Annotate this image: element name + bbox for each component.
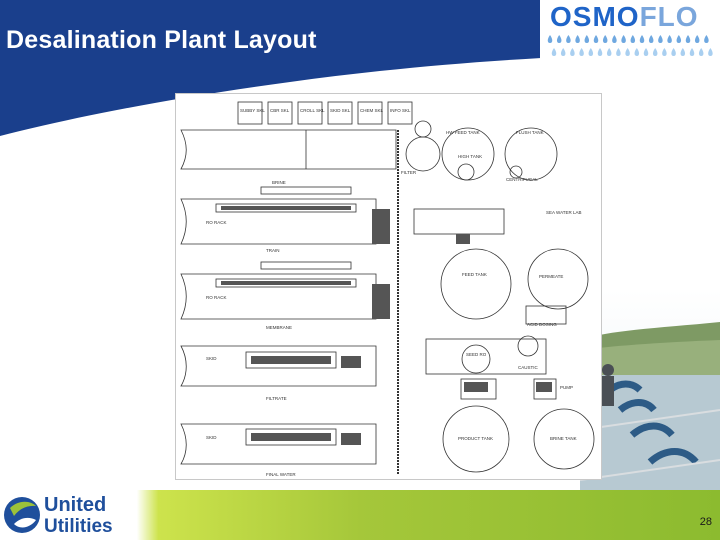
train-3 [180, 345, 377, 387]
water-drop-icon [547, 35, 553, 43]
water-drop-icon [658, 35, 663, 43]
water-drop-icon [634, 48, 640, 56]
water-drop-icon [652, 48, 658, 56]
water-drop-icon [570, 48, 575, 56]
water-drop-icon [671, 48, 676, 56]
water-drop-icon [588, 48, 594, 56]
water-drop-icon [625, 48, 630, 56]
uu-logo-line2: Utilities [44, 516, 113, 537]
skid-label-6: INFO SKL [390, 108, 411, 113]
water-drop-icon [689, 48, 695, 56]
top-skid-boxes [237, 101, 413, 125]
water-drop-icon [694, 35, 700, 43]
plant-layout-drawing: SUBBY SKL CBR SKL CROLL SKL SKID SKL CHE… [175, 93, 602, 480]
page-number: 28 [699, 516, 712, 528]
skid-label-a: SKID [206, 356, 217, 361]
united-utilities-logo: United Utilities [4, 494, 113, 537]
permeate-label: PERMEATE [539, 274, 563, 279]
water-drop-icon [648, 35, 654, 43]
hw-feed-tank-label: HW FEED TANK [446, 130, 480, 135]
water-drop-icon [612, 35, 617, 43]
water-drop-icon [593, 35, 599, 43]
water-drop-icon [566, 35, 571, 43]
train-2 [180, 261, 377, 320]
sea-water-lab-label: SEA WATER LAB [546, 210, 582, 215]
skid-label-5: CHEM SKL [360, 108, 384, 113]
train-label-1: TRAIN [266, 248, 280, 253]
skid-label-1: SUBBY SKL [240, 108, 265, 113]
water-drop-icon [630, 35, 636, 43]
water-drop-icon [698, 48, 704, 56]
seed-ro-label: SEED RO [466, 352, 487, 357]
water-drop-icon [621, 35, 626, 43]
high-tank-label: HIGH TANK [458, 154, 482, 159]
caustic-dosing-label: CAUSTIC [518, 365, 539, 370]
brine-label: BRINE [272, 180, 286, 185]
water-drop-icon [556, 35, 562, 43]
water-drop-icon [704, 35, 709, 43]
membrane-label: MEMBRANE [266, 325, 292, 330]
uu-logo-line1: United [44, 494, 106, 516]
ro-rack-label-1: RO RACK [206, 220, 227, 225]
feed-tank-label: FEED TANK [462, 272, 487, 277]
filter-label: FILTER [401, 170, 417, 175]
water-drop-icon [680, 48, 686, 56]
water-drop-icon [685, 35, 691, 43]
flush-tank-label: FLUSH TANK [516, 130, 544, 135]
ro-rack-label-2: RO RACK [206, 295, 227, 300]
water-drop-icon [616, 48, 621, 56]
product-tank-label: PRODUCT TANK [458, 436, 493, 441]
train-1 [180, 186, 377, 245]
water-drop-icon [676, 35, 682, 43]
water-drop-icon [639, 35, 645, 43]
water-drop-icon [551, 48, 557, 56]
plant-photo [580, 290, 720, 495]
water-drop-icon [662, 48, 667, 56]
water-drop-icon [560, 48, 566, 56]
water-drop-icon [708, 48, 713, 56]
skid-label-b: SKID [206, 435, 217, 440]
final-water-label: FINAL WATER [266, 472, 296, 477]
pump-label: PUMP [560, 385, 573, 390]
water-drop-icon [597, 48, 603, 56]
filtrate-label: FILTRATE [266, 396, 287, 401]
water-drop-icon [575, 35, 580, 43]
water-drop-icon [667, 35, 672, 43]
water-drop-icon [602, 35, 608, 43]
slide-title: Desalination Plant Layout [6, 26, 317, 54]
osmoflo-logo: OSMOFLO [540, 0, 720, 64]
brine-tank-label: BRINE TANK [550, 436, 577, 441]
skid-label-3: CROLL SKL [300, 108, 325, 113]
osmoflo-logo-text: OSMOFLO [550, 1, 699, 32]
water-drops-icon [547, 35, 713, 56]
centrifugal-label: CENTRIFUGAL [506, 177, 538, 182]
skid-label-4: SKID SKL [330, 108, 351, 113]
acid-dosing-label: ACID DOSING [527, 322, 557, 327]
water-drop-icon [584, 35, 590, 43]
water-drop-icon [579, 48, 584, 56]
water-drop-icon [606, 48, 612, 56]
skid-label-2: CBR SKL [270, 108, 290, 113]
water-drop-icon [643, 48, 649, 56]
footer-band [0, 490, 720, 540]
train-4 [180, 423, 377, 465]
